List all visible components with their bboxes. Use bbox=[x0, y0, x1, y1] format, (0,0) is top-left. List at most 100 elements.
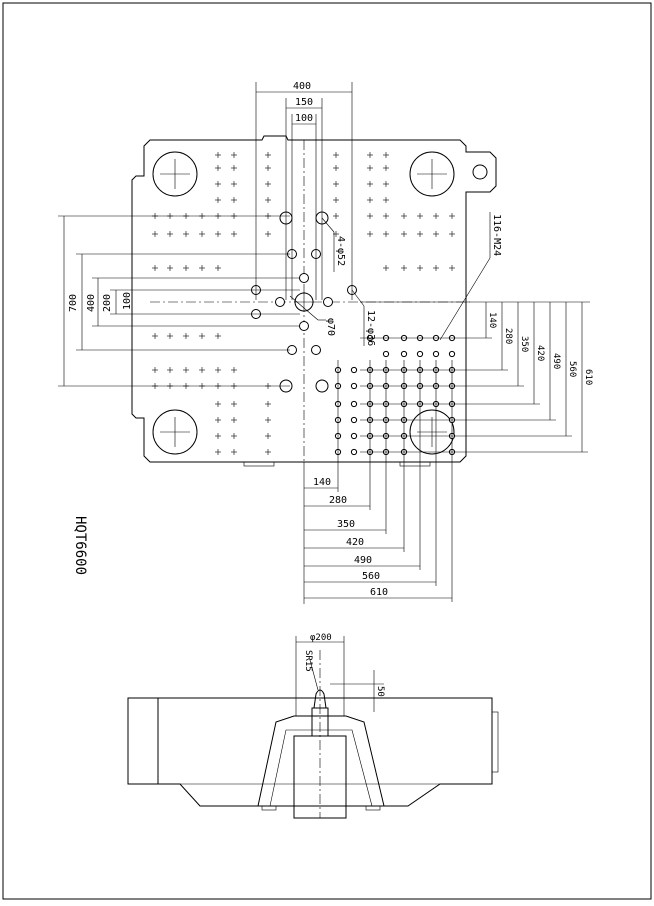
cross-mark bbox=[152, 265, 158, 271]
cross-mark bbox=[433, 265, 439, 271]
cross-mark bbox=[152, 231, 158, 237]
callout-116-m24: 116-M24 bbox=[491, 214, 502, 256]
m24-hole bbox=[432, 350, 440, 358]
dim-bottom: 560 bbox=[362, 571, 380, 582]
side-view: φ200 SR15 50 bbox=[127, 633, 499, 819]
pattern-hole bbox=[275, 297, 285, 307]
dim-right: 610 bbox=[583, 369, 593, 385]
dim-right: 490 bbox=[551, 353, 561, 369]
dim-bottom: 420 bbox=[346, 537, 364, 548]
pattern-hole bbox=[315, 379, 329, 393]
cross-mark bbox=[449, 265, 455, 271]
cross-mark bbox=[265, 433, 271, 439]
cross-mark bbox=[183, 231, 189, 237]
cross-mark bbox=[449, 213, 455, 219]
pattern-hole bbox=[311, 345, 321, 355]
m24-hole bbox=[350, 448, 358, 456]
dim-sr15: SR15 bbox=[303, 650, 313, 672]
cross-mark bbox=[231, 401, 237, 407]
top-dimensions: 400 150 100 bbox=[255, 81, 353, 300]
cross-mark bbox=[265, 197, 271, 203]
m24-hole bbox=[350, 416, 358, 424]
callouts: 4-φ52 12-φ36 φ70 116-M24 bbox=[289, 212, 502, 346]
bottom-tab-left bbox=[243, 461, 275, 467]
cross-mark bbox=[231, 417, 237, 423]
cross-mark bbox=[199, 333, 205, 339]
cross-mark bbox=[433, 231, 439, 237]
cross-mark bbox=[199, 367, 205, 373]
cross-mark bbox=[367, 231, 373, 237]
cross-mark bbox=[333, 213, 339, 219]
cross-mark bbox=[265, 231, 271, 237]
cross-mark bbox=[433, 213, 439, 219]
cross-mark bbox=[417, 213, 423, 219]
cross-mark bbox=[167, 333, 173, 339]
m24-hole bbox=[350, 400, 358, 408]
cross-mark bbox=[367, 152, 373, 158]
m24-hole bbox=[448, 350, 456, 358]
model-title: HQT6600 bbox=[72, 516, 88, 575]
dim-bottom: 280 bbox=[329, 495, 347, 506]
dim-right: 140 bbox=[487, 312, 497, 328]
callout-12-d36: 12-φ36 bbox=[365, 310, 376, 346]
cross-mark bbox=[401, 213, 407, 219]
mounting-crosses bbox=[152, 152, 455, 455]
cross-mark bbox=[231, 231, 237, 237]
cross-mark bbox=[215, 197, 221, 203]
cross-mark bbox=[152, 333, 158, 339]
cross-mark bbox=[215, 433, 221, 439]
cross-mark bbox=[265, 152, 271, 158]
dim-200: 200 bbox=[102, 294, 113, 312]
dim-100: 100 bbox=[295, 113, 313, 124]
cross-mark bbox=[183, 265, 189, 271]
cross-mark bbox=[199, 231, 205, 237]
cross-mark bbox=[449, 231, 455, 237]
cross-mark bbox=[231, 181, 237, 187]
cross-mark bbox=[215, 401, 221, 407]
cross-mark bbox=[333, 152, 339, 158]
cross-mark bbox=[383, 165, 389, 171]
dim-bottom: 490 bbox=[354, 555, 372, 566]
cross-mark bbox=[383, 152, 389, 158]
cross-mark bbox=[167, 367, 173, 373]
cross-mark bbox=[231, 433, 237, 439]
cross-mark bbox=[215, 449, 221, 455]
cross-mark bbox=[401, 265, 407, 271]
dim-100-left: 100 bbox=[122, 292, 133, 310]
cross-mark bbox=[265, 401, 271, 407]
cross-mark bbox=[199, 265, 205, 271]
dim-50: 50 bbox=[375, 686, 385, 697]
bottom-tab-right bbox=[399, 461, 431, 467]
cross-mark bbox=[265, 181, 271, 187]
m24-hole bbox=[400, 350, 408, 358]
cross-mark bbox=[231, 165, 237, 171]
m24-hole bbox=[382, 350, 390, 358]
m24-hole bbox=[350, 382, 358, 390]
dim-bottom: 610 bbox=[370, 587, 388, 598]
cross-mark bbox=[265, 165, 271, 171]
callout-4-d52: 4-φ52 bbox=[335, 236, 346, 266]
cross-mark bbox=[383, 213, 389, 219]
cross-mark bbox=[183, 333, 189, 339]
cross-mark bbox=[367, 181, 373, 187]
cross-mark bbox=[265, 417, 271, 423]
cross-mark bbox=[231, 152, 237, 158]
cross-mark bbox=[401, 231, 407, 237]
cross-mark bbox=[215, 265, 221, 271]
tie-bar-holes bbox=[152, 151, 488, 455]
cross-mark bbox=[367, 165, 373, 171]
cross-mark bbox=[183, 367, 189, 373]
cross-mark bbox=[333, 197, 339, 203]
cross-mark bbox=[152, 367, 158, 373]
cross-mark bbox=[333, 165, 339, 171]
dim-700: 700 bbox=[68, 294, 79, 312]
cross-mark bbox=[383, 197, 389, 203]
cross-mark bbox=[231, 449, 237, 455]
cross-mark bbox=[215, 417, 221, 423]
cross-mark bbox=[383, 181, 389, 187]
left-dimensions: 700 400 200 100 bbox=[58, 215, 300, 387]
dim-right: 280 bbox=[503, 328, 513, 344]
